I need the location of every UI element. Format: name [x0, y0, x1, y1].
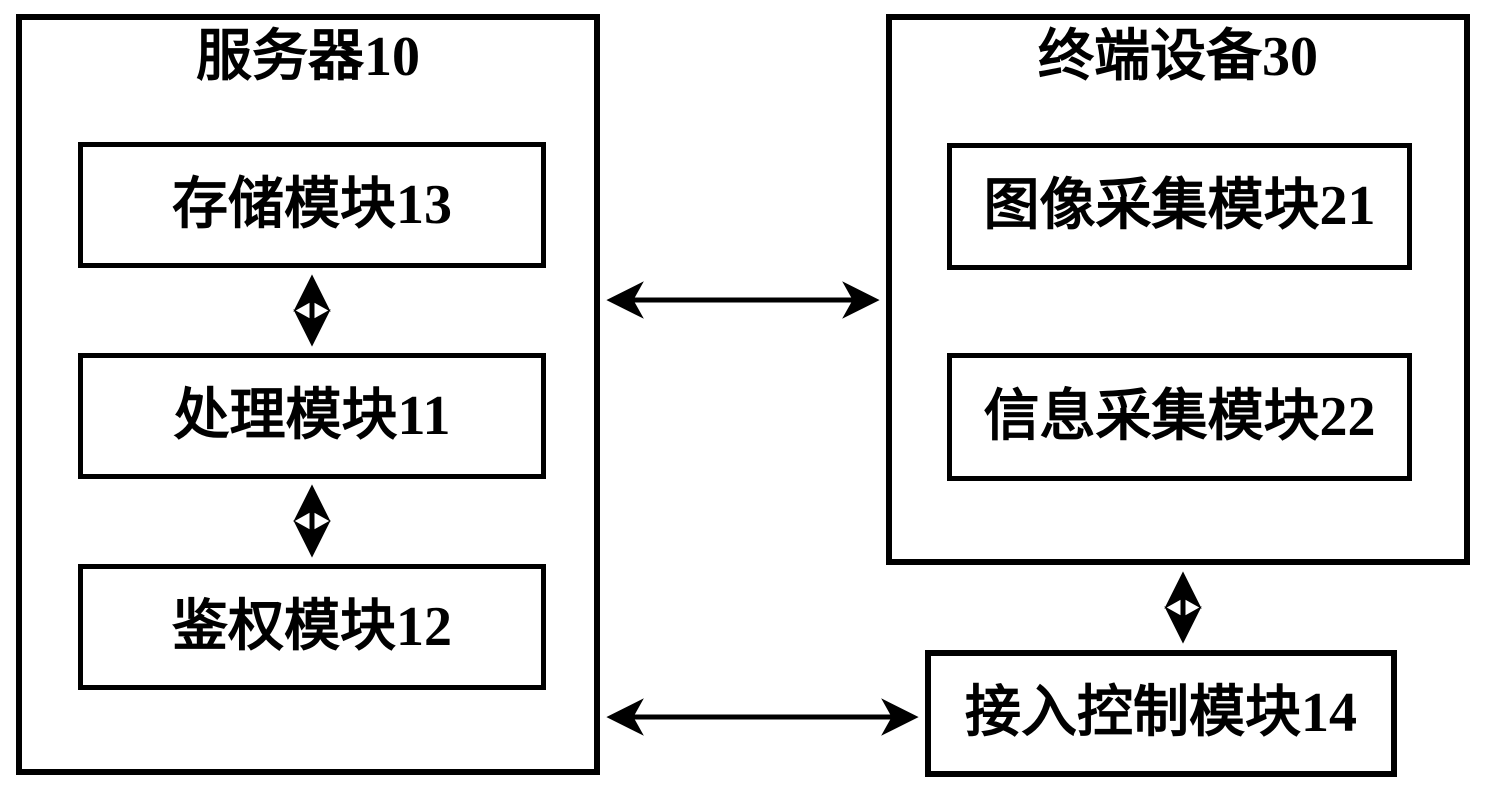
auth-module-label: 鉴权模块12 [172, 595, 452, 658]
info-capture-module-box: 信息采集模块22 [947, 353, 1412, 481]
terminal-title: 终端设备30 [1038, 26, 1318, 88]
access-control-module-box: 接入控制模块14 [925, 650, 1397, 777]
info-capture-module-label: 信息采集模块22 [983, 385, 1376, 448]
server-title: 服务器10 [196, 26, 420, 88]
server-box: 服务器10 存储模块13 处理模块11 鉴权模块12 [16, 14, 600, 775]
image-capture-module-label: 图像采集模块21 [983, 175, 1376, 238]
processing-module-label: 处理模块11 [173, 384, 451, 447]
terminal-box: 终端设备30 图像采集模块21 信息采集模块22 [886, 14, 1470, 565]
storage-module-label: 存储模块13 [172, 173, 452, 236]
access-control-module-label: 接入控制模块14 [965, 682, 1357, 745]
auth-module-box: 鉴权模块12 [78, 564, 546, 690]
processing-module-box: 处理模块11 [78, 353, 546, 479]
storage-module-box: 存储模块13 [78, 142, 546, 268]
image-capture-module-box: 图像采集模块21 [947, 143, 1412, 270]
